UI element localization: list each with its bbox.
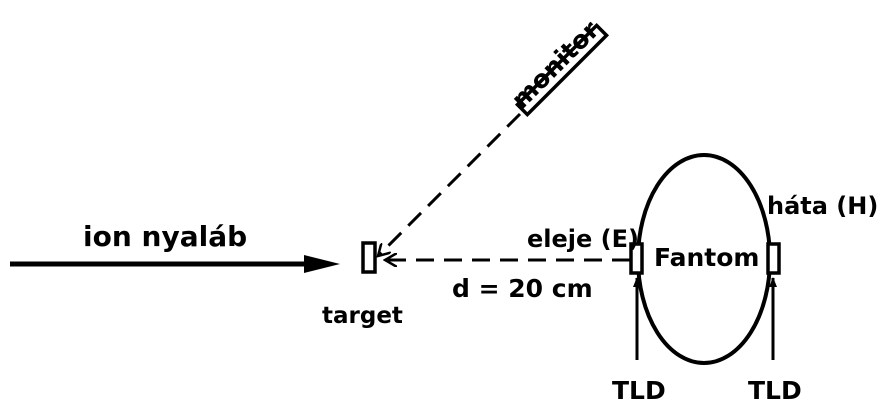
monitor-label: monitor — [506, 15, 606, 115]
monitor-dashed-line — [378, 112, 522, 256]
target-block — [361, 241, 377, 274]
target-label: target — [322, 303, 403, 329]
ion-beam-arrowhead — [304, 255, 340, 273]
front-label: eleje (E) — [527, 225, 639, 253]
monitor-detector — [514, 22, 610, 118]
tld-front-detector — [629, 242, 644, 275]
distance-label: d = 20 cm — [452, 274, 593, 303]
tld-left-label: TLD — [612, 376, 666, 405]
ion-beam-label: ion nyaláb — [83, 220, 247, 253]
tld-right-label: TLD — [748, 376, 802, 405]
tld-back-detector — [766, 242, 781, 275]
back-label: háta (H) — [767, 192, 878, 220]
phantom-label: Fantom — [654, 243, 759, 272]
